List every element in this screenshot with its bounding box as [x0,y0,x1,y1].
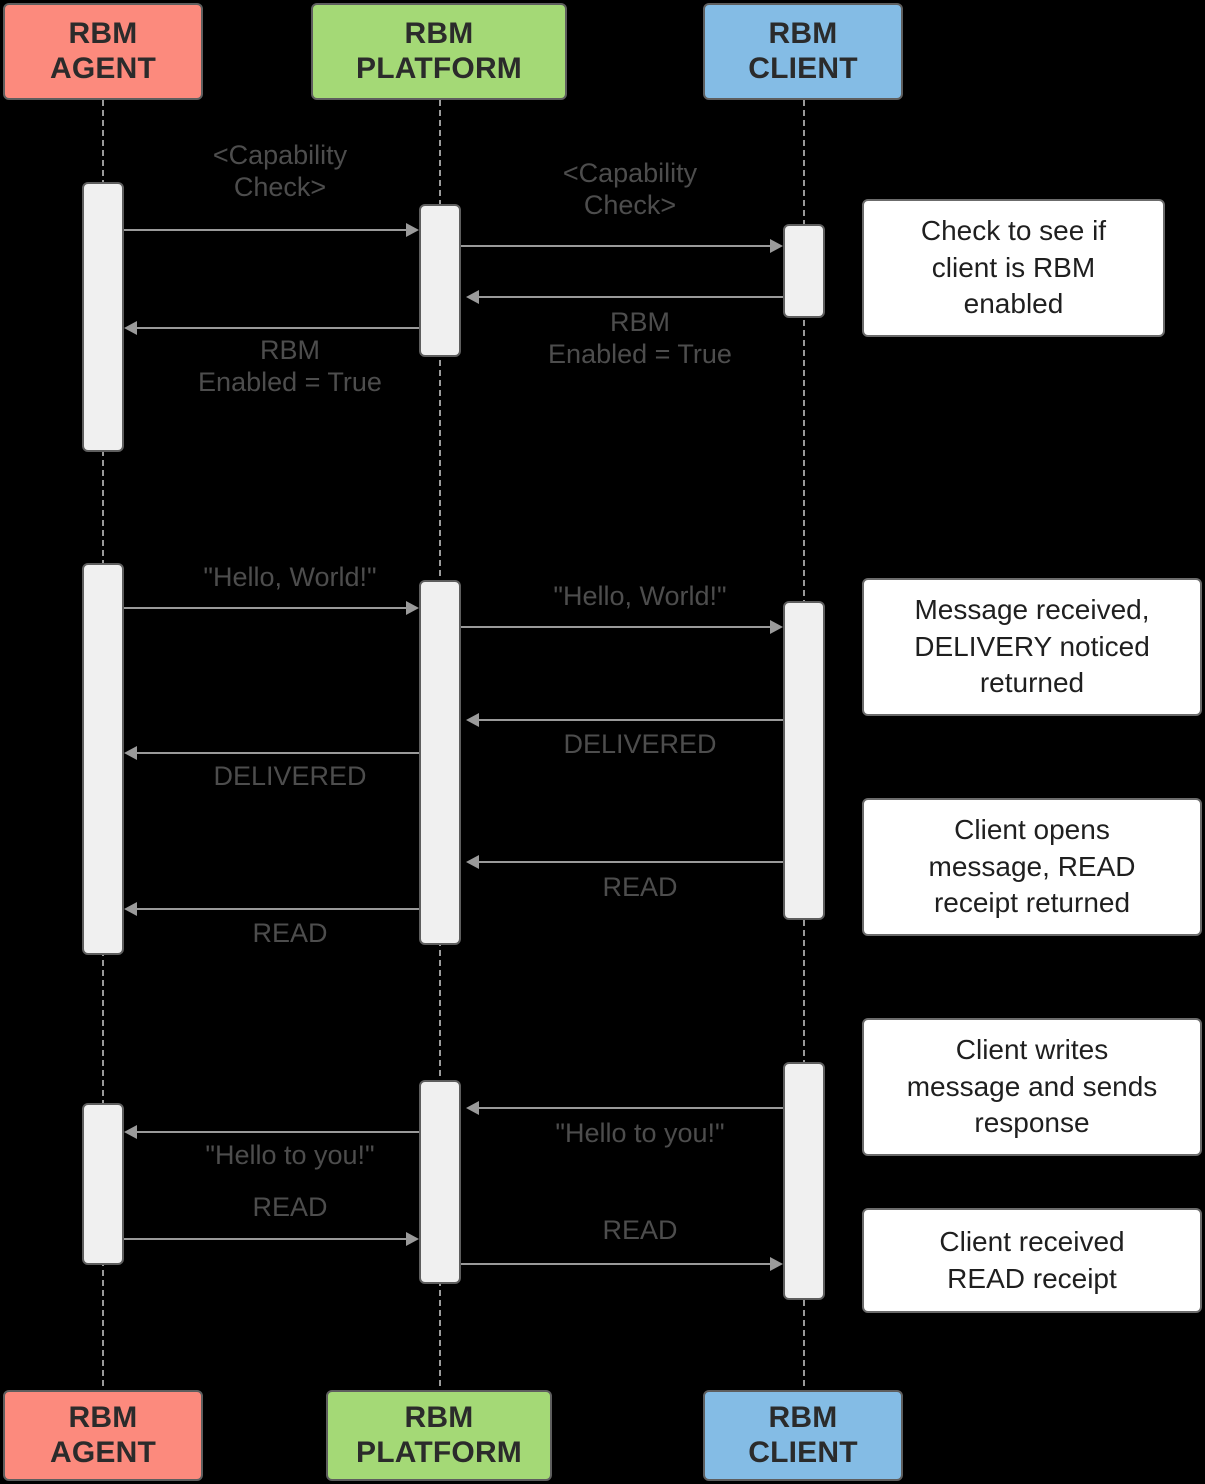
message-label-m14: READ [602,1215,678,1245]
activation-client-2 [783,601,825,920]
message-line-m7 [473,719,783,721]
message-label-m6: "Hello, World!" [553,581,727,611]
message-label-m12: "Hello to you!" [205,1140,375,1170]
activation-agent-1 [82,182,124,452]
message-label-m13: READ [252,1192,328,1222]
participant-header-agent-line1: RBM [68,16,138,50]
message-line-m14 [461,1263,775,1265]
participant-footer-agent-line2: AGENT [50,1435,156,1469]
message-line-m13 [124,1238,411,1240]
message-arrowhead-m6 [770,620,783,634]
participant-footer-client-line1: RBM [768,1400,838,1434]
message-arrowhead-m7 [466,713,479,727]
message-label-m4: RBM Enabled = True [198,335,382,397]
message-label-m10: READ [252,918,328,948]
message-line-m3 [473,296,783,298]
message-line-m9 [473,861,783,863]
message-label-m7: DELIVERED [563,729,717,759]
message-label-m11: "Hello to you!" [555,1118,725,1148]
message-arrowhead-m11 [466,1101,479,1115]
activation-client-3 [783,1062,825,1300]
participant-header-platform-line1: RBM [404,16,474,50]
message-arrowhead-m2 [770,239,783,253]
message-label-m2: <Capability Check> [562,158,698,220]
message-label-m8: DELIVERED [213,761,367,791]
participant-footer-platform-line2: PLATFORM [355,1435,522,1469]
message-line-m6 [461,626,775,628]
participant-footer-client-line2: CLIENT [748,1435,858,1469]
participant-footer-agent[interactable]: RBM AGENT [3,1390,203,1481]
message-arrowhead-m8 [124,746,137,760]
note-client-received-read: Client received READ receipt [862,1208,1202,1313]
message-line-m8 [135,752,419,754]
note-client-writes-message: Client writes message and sends response [862,1018,1202,1156]
message-line-m5 [124,607,411,609]
activation-agent-2 [82,563,124,955]
message-line-m11 [473,1107,783,1109]
participant-header-client-line2: CLIENT [748,51,858,85]
activation-agent-3 [82,1103,124,1265]
message-arrowhead-m12 [124,1125,137,1139]
message-label-m1: <Capability Check> [212,140,348,202]
message-line-m12 [135,1131,419,1133]
activation-client-1 [783,224,825,318]
message-line-m4 [135,327,419,329]
participant-header-client-line1: RBM [768,16,838,50]
note-client-opens-message: Client opens message, READ receipt retur… [862,798,1202,936]
message-arrowhead-m3 [466,290,479,304]
participant-header-agent[interactable]: RBM AGENT [3,3,203,100]
participant-header-platform-line2: PLATFORM [355,51,522,85]
message-arrowhead-m14 [770,1257,783,1271]
activation-platform-1 [419,204,461,357]
message-arrowhead-m4 [124,321,137,335]
participant-header-client[interactable]: RBM CLIENT [703,3,903,100]
participant-footer-platform[interactable]: RBM PLATFORM [326,1390,552,1481]
message-line-m1 [124,229,411,231]
activation-platform-3 [419,1080,461,1284]
message-arrowhead-m9 [466,855,479,869]
message-label-m9: READ [602,872,678,902]
message-arrowhead-m13 [406,1232,419,1246]
participant-footer-agent-line1: RBM [68,1400,138,1434]
participant-footer-platform-line1: RBM [404,1400,474,1434]
note-capability-check: Check to see if client is RBM enabled [862,199,1165,337]
message-label-m5: "Hello, World!" [203,562,377,592]
note-message-received: Message received, DELIVERY noticed retur… [862,578,1202,716]
message-arrowhead-m5 [406,601,419,615]
message-label-m3: RBM Enabled = True [548,307,732,369]
participant-header-agent-line2: AGENT [50,51,156,85]
participant-footer-client[interactable]: RBM CLIENT [703,1390,903,1481]
message-arrowhead-m10 [124,902,137,916]
message-line-m2 [461,245,775,247]
message-arrowhead-m1 [406,223,419,237]
message-line-m10 [135,908,419,910]
participant-header-platform[interactable]: RBM PLATFORM [311,3,567,100]
activation-platform-2 [419,580,461,945]
